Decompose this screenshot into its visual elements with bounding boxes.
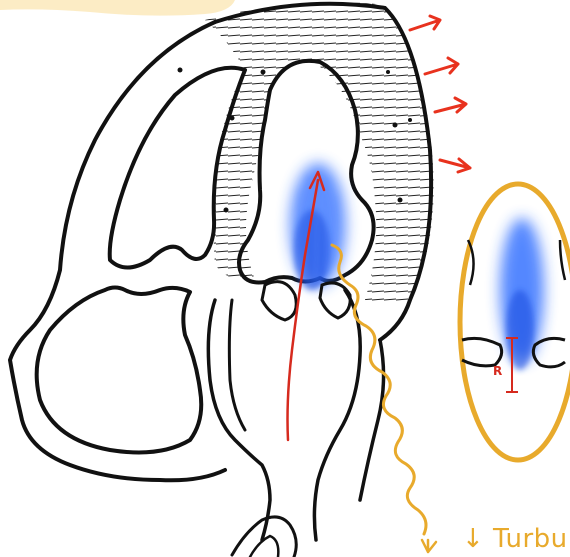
valve-leaflet-left [262, 282, 296, 320]
outer-outline-left [10, 22, 225, 480]
highlight-blob [0, 0, 235, 16]
bottom-swirl-inner [250, 536, 278, 557]
lower-left-chamber [37, 288, 202, 453]
inset-radius-label: R [493, 365, 502, 377]
zoom-inset [460, 184, 570, 460]
turbulence-label: ↓ Turbu [462, 526, 568, 552]
turbulence-pointer-head [422, 540, 436, 552]
valve-leaflet-right [320, 283, 350, 318]
lower-outflow-right [314, 290, 360, 540]
outflow-inner-left [229, 300, 245, 430]
